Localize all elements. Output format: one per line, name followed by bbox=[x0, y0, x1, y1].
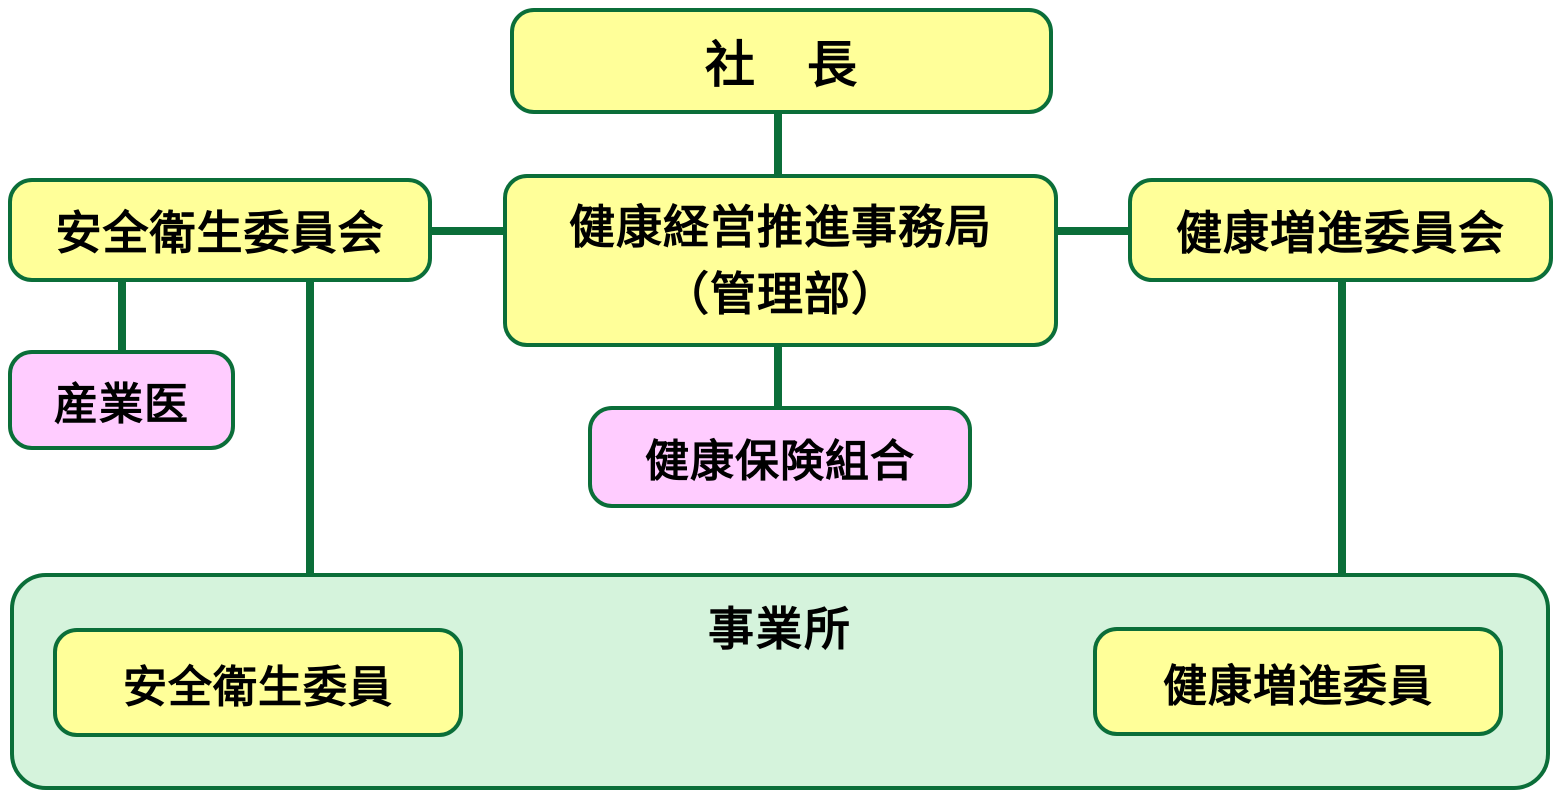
connector-office-insurance-union bbox=[774, 343, 782, 410]
node-occupational-physician-label: 産業医 bbox=[54, 380, 189, 429]
node-safety-health-committee-label: 安全衛生委員会 bbox=[55, 207, 385, 259]
node-health-promotion-committee: 健康増進委員会 bbox=[1128, 178, 1553, 282]
connector-safety-committee-office bbox=[428, 227, 508, 235]
connector-safety-committee-safety-member bbox=[306, 278, 314, 632]
node-safety-health-member: 安全衛生委員 bbox=[53, 628, 463, 737]
node-health-promotion-committee-label: 健康増進委員会 bbox=[1176, 207, 1505, 259]
connector-president-office bbox=[774, 110, 782, 178]
node-health-promotion-member-label: 健康増進委員 bbox=[1163, 661, 1433, 711]
node-health-insurance-union: 健康保険組合 bbox=[588, 406, 972, 508]
node-president-label: 社 長 bbox=[705, 37, 858, 93]
worksite-label: 事業所 bbox=[708, 603, 852, 655]
node-president: 社 長 bbox=[510, 8, 1053, 114]
node-occupational-physician: 産業医 bbox=[8, 350, 235, 450]
node-health-promotion-member: 健康増進委員 bbox=[1093, 627, 1503, 736]
connector-office-health-committee bbox=[1054, 227, 1132, 235]
node-health-insurance-union-label: 健康保険組合 bbox=[645, 437, 915, 486]
node-safety-health-member-label: 安全衛生委員 bbox=[123, 662, 393, 712]
connector-health-committee-health-member bbox=[1338, 278, 1346, 631]
connector-safety-committee-physician bbox=[118, 278, 126, 354]
office-label-line1: 健康経営推進事務局 bbox=[569, 200, 992, 253]
node-safety-health-committee: 安全衛生委員会 bbox=[8, 178, 432, 282]
node-health-management-office: 健康経営推進事務局 （管理部） bbox=[503, 174, 1058, 347]
node-health-management-office-label: 健康経営推進事務局 （管理部） bbox=[569, 194, 992, 327]
office-label-line2: （管理部） bbox=[663, 267, 898, 320]
